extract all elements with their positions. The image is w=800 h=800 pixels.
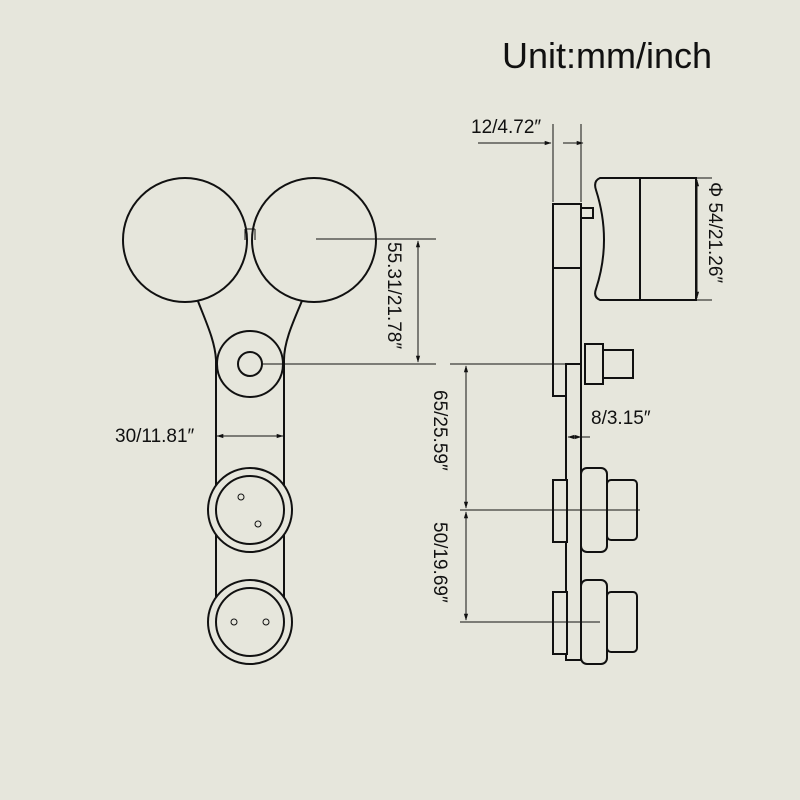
dim-label-pivot-to-roller: 65/25.59″ <box>429 390 450 471</box>
roller-lower-bolt-1 <box>230 618 238 626</box>
roller-lower-inner <box>215 587 285 657</box>
roller-upper-inner <box>215 475 285 545</box>
dim-label-plate-width: 30/11.81″ <box>115 426 195 447</box>
dim-label-shaft: 8/3.15″ <box>591 408 651 429</box>
side-top-block <box>552 203 582 269</box>
pivot-hole <box>237 351 263 377</box>
side-roller-upper-back <box>552 479 568 543</box>
dim-label-offset: 12/4.72″ <box>471 117 541 138</box>
side-shaft-base <box>584 343 604 385</box>
roller-upper-outer <box>207 467 293 553</box>
side-roller-lower-back <box>552 591 568 655</box>
unit-title: Unit:mm/inch <box>502 35 712 76</box>
roller-lower-outer <box>207 579 293 665</box>
side-wheel-body <box>639 177 697 301</box>
roller-upper-bolt-2 <box>254 520 262 528</box>
side-small-tab <box>580 207 594 219</box>
top-wheel-left <box>122 177 248 303</box>
dim-label-roller-spacing: 50/19.69″ <box>429 522 450 603</box>
front-view: 55.31/21.78″ 30/11.81″ <box>115 177 436 665</box>
roller-upper-bolt-1 <box>237 493 245 501</box>
side-roller-lower-cap <box>606 591 638 653</box>
top-wheel-right <box>251 177 377 303</box>
roller-lower-bolt-2 <box>262 618 270 626</box>
side-lower-plate <box>565 363 582 661</box>
side-view: 12/4.72″ Φ 54/21.26″ 8/3.15″ 65/25.59″ 5… <box>429 117 725 665</box>
dim-label-wheel-to-pivot: 55.31/21.78″ <box>383 242 404 349</box>
dim-label-diameter: Φ 54/21.26″ <box>704 182 725 283</box>
side-shaft-pin <box>602 349 634 379</box>
side-wheel-profile <box>594 177 641 301</box>
